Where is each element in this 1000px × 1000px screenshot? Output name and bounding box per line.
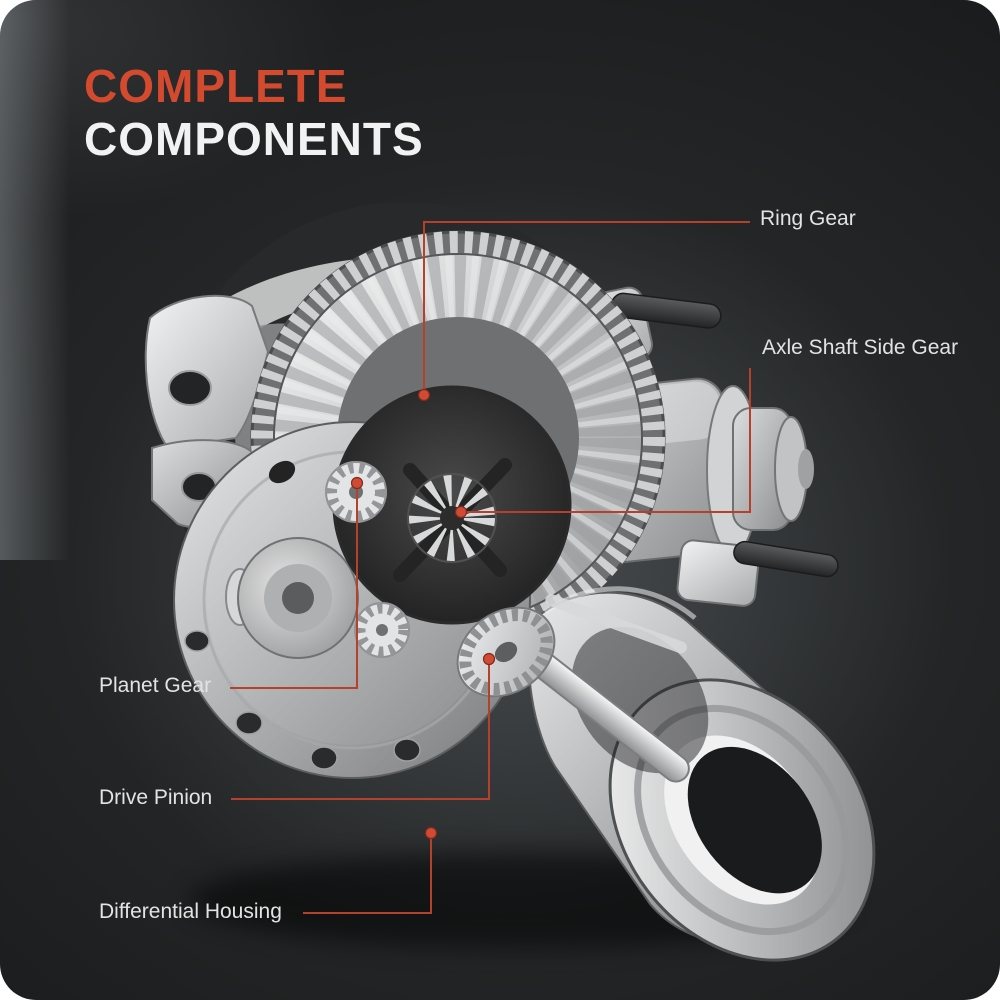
- callout-label-drive-pinion: Drive Pinion: [99, 786, 213, 809]
- callout-label-ring-gear: Ring Gear: [760, 207, 856, 230]
- title-line2: COMPONENTS: [84, 113, 424, 166]
- callout-label-axle-shaft-side-gear: Axle Shaft Side Gear: [762, 336, 959, 359]
- pinion-housing-bell: [528, 586, 876, 962]
- callout-label-differential-housing: Differential Housing: [99, 900, 282, 923]
- title-line1: COMPLETE: [84, 60, 348, 112]
- page-title: COMPLETE COMPONENTS: [84, 60, 424, 167]
- right-axle-stub: [676, 539, 839, 607]
- callout-label-planet-gear: Planet Gear: [99, 674, 212, 697]
- side-gear-shape: [407, 473, 497, 563]
